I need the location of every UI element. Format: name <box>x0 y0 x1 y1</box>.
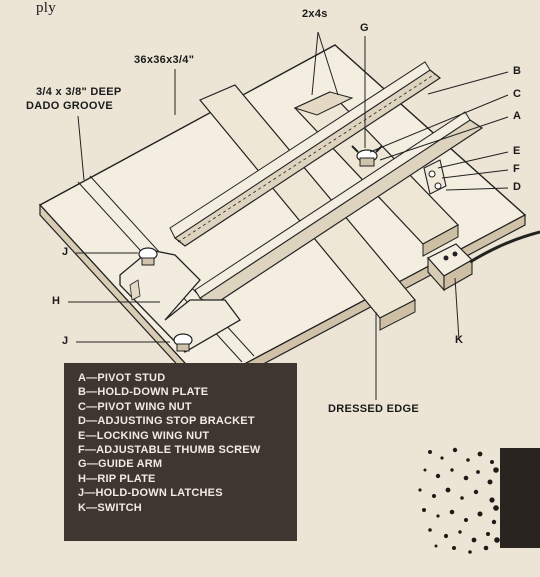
switch-box <box>427 230 540 292</box>
callout-f: F <box>513 163 521 175</box>
hold-down-plate <box>194 111 484 307</box>
callout-j-top: J <box>62 246 69 258</box>
callout-b: B <box>513 65 522 77</box>
callout-e: E <box>513 145 521 157</box>
hold-down-latch-top <box>138 247 158 266</box>
stipple-texture <box>418 447 540 554</box>
legend-item-a: A—PIVOT STUD <box>78 372 166 384</box>
legend-item-e: E—LOCKING WING NUT <box>78 429 210 442</box>
lumber-label: 2x4s <box>302 8 328 20</box>
header-fragment: ply <box>36 0 57 16</box>
callout-a: A <box>513 110 522 122</box>
hold-down-latch-bottom <box>173 333 193 352</box>
leader-lines <box>68 31 509 400</box>
callout-k: K <box>455 334 464 346</box>
legend-item-d: D—ADJUSTING STOP BRACKET <box>78 415 255 428</box>
legend-item-g: G—GUIDE ARM <box>78 458 163 471</box>
rip-plate <box>119 249 241 353</box>
callout-d: D <box>513 181 522 193</box>
dado-groove-label-line2: DADO GROOVE <box>26 100 114 112</box>
dado-groove-label-line1: 3/4 x 3/8" DEEP <box>36 86 122 98</box>
callout-h: H <box>52 295 61 307</box>
pivot-wing-nut <box>351 145 383 167</box>
legend-item-h: H—RIP PLATE <box>78 472 156 485</box>
adjusting-stop-bracket <box>423 159 447 195</box>
parts-legend: A—PIVOT STUD B—HOLD-DOWN PLATE C—PIVOT W… <box>64 363 297 541</box>
callout-g: G <box>360 22 369 34</box>
callout-c: C <box>513 88 522 100</box>
legend-item-b: B—HOLD-DOWN PLATE <box>78 386 209 399</box>
legend-item-j: J—HOLD-DOWN LATCHES <box>78 487 223 500</box>
dressed-edge-label: DRESSED EDGE <box>328 403 420 415</box>
callout-j-bottom: J <box>62 335 69 347</box>
lumber-rail-left <box>199 84 416 331</box>
panel-size-label: 36x36x3/4" <box>134 54 195 66</box>
legend-item-f: F—ADJUSTABLE THUMB SCREW <box>78 444 261 457</box>
legend-item-k: K—SWITCH <box>78 501 142 514</box>
legend-item-c: C—PIVOT WING NUT <box>78 400 192 413</box>
